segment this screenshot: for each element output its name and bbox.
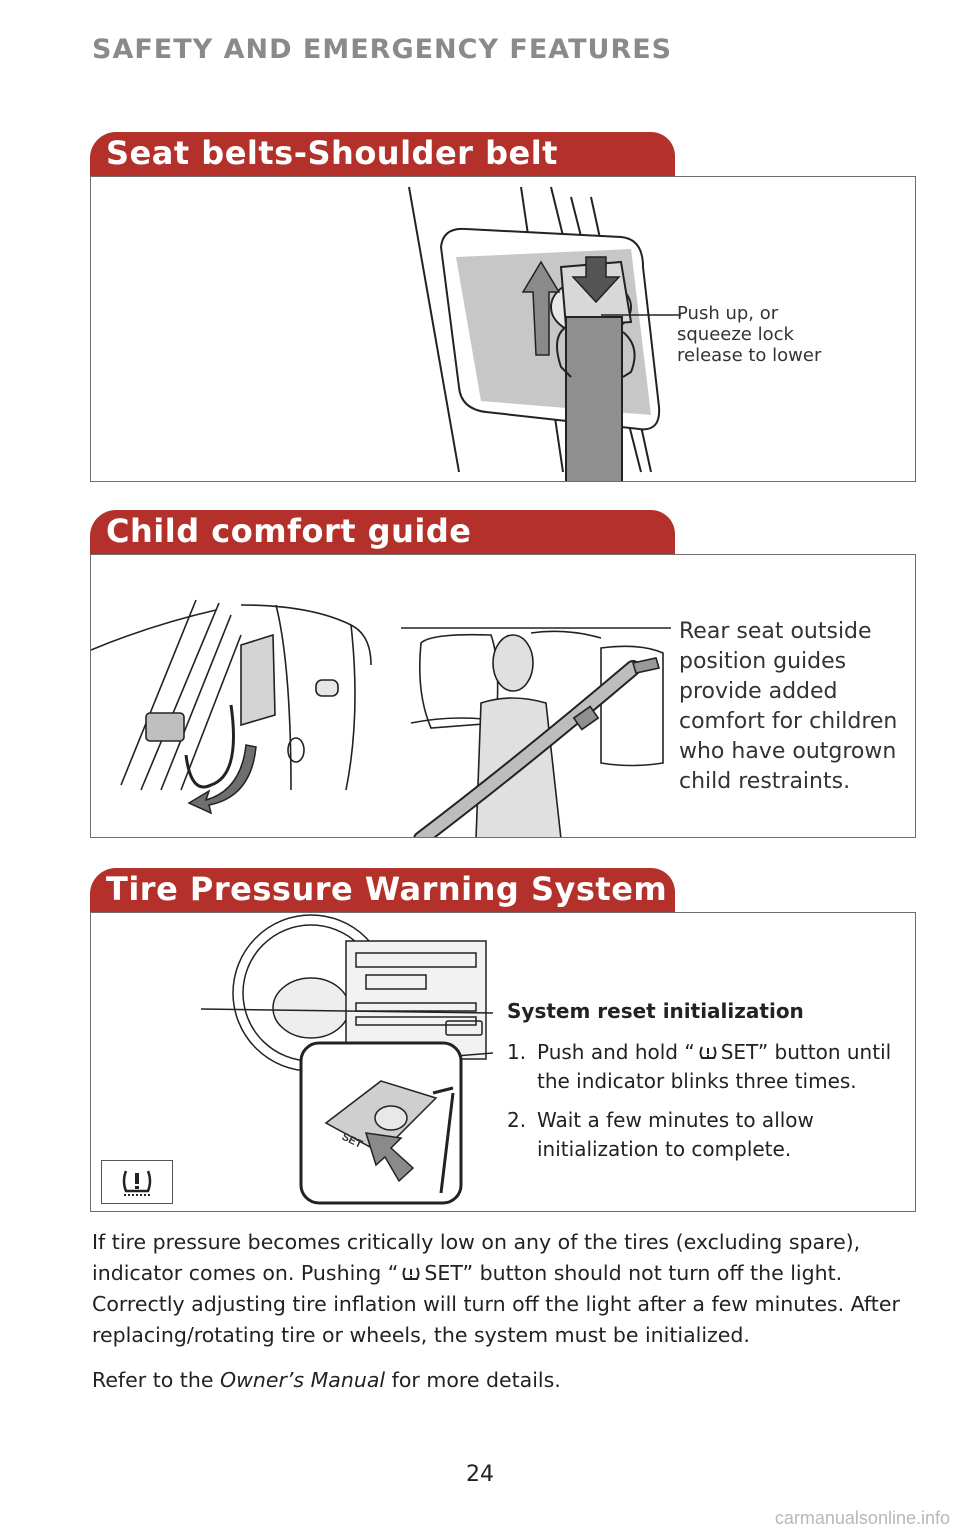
tpms-indicator-box xyxy=(101,1160,173,1204)
shoulder-belt-anchor-illustration xyxy=(408,186,671,481)
tpms-warning-icon xyxy=(699,1046,717,1059)
tpms-warning-icon xyxy=(122,1170,152,1196)
curved-arrow-icon xyxy=(187,744,257,815)
callout-line: Push up, or xyxy=(677,303,779,324)
step-text: Wait a few minutes to allow initializati… xyxy=(537,1108,814,1161)
step-number: 2. xyxy=(507,1108,527,1132)
page-number: 24 xyxy=(466,1462,494,1487)
shoulder-anchor-callout: Push up, or squeeze lock release to lowe… xyxy=(677,303,821,366)
tpws-reset-instructions: System reset initialization 1. Push and … xyxy=(507,997,907,1174)
arrow-down-icon xyxy=(571,256,621,304)
dashboard-illustration: SET xyxy=(201,914,493,1205)
callout-line: comfort for children xyxy=(679,709,898,734)
callout-line: provide added xyxy=(679,679,838,704)
body-paragraph: If tire pressure becomes critically low … xyxy=(92,1227,922,1351)
callout-line: child restraints. xyxy=(679,769,851,794)
body-paragraph: Refer to the Owner’s Manual for more det… xyxy=(92,1365,922,1396)
step-item: 1. Push and hold “SET” button until the … xyxy=(507,1038,907,1096)
body-text: for more details. xyxy=(385,1368,561,1392)
steps-heading: System reset initialization xyxy=(507,999,804,1023)
section-tab-child-comfort: Child comfort guide xyxy=(90,510,675,554)
body-text-after-icon: SET” button should not turn off the ligh… xyxy=(92,1261,900,1347)
step-number: 1. xyxy=(507,1040,527,1064)
callout-line: squeeze lock xyxy=(677,324,794,345)
step-text-after-icon: SET” button until the indicator blinks t… xyxy=(537,1040,892,1093)
step-text: Push and hold “SET” button until the ind… xyxy=(537,1038,907,1096)
section-title: Child comfort guide xyxy=(106,512,472,550)
owners-manual-reference: Owner’s Manual xyxy=(219,1368,386,1392)
panel-tpws-reset: SET System reset initialization 1. Push … xyxy=(90,912,916,1212)
callout-line: who have outgrown xyxy=(679,739,897,764)
callout-line: Rear seat outside xyxy=(679,619,872,644)
body-text-before-icon: If tire pressure becomes critically low … xyxy=(92,1230,861,1285)
arrow-up-icon xyxy=(364,1132,415,1183)
tpws-description: If tire pressure becomes critically low … xyxy=(92,1227,922,1410)
panel-shoulder-belt-anchor: Push up, or squeeze lock release to lowe… xyxy=(90,176,916,482)
section-tab-tpws: Tire Pressure Warning System reset xyxy=(90,868,675,946)
section-tab-seat-belts: Seat belts-Shoulder belt anchor xyxy=(90,132,675,210)
tpms-warning-icon xyxy=(402,1267,420,1280)
callout-line: release to lower xyxy=(677,345,822,366)
step-text-before-icon: Push and hold “ xyxy=(537,1040,695,1064)
panel-child-comfort-guide: Rear seat outside position guides provid… xyxy=(90,554,916,838)
callout-line: position guides xyxy=(679,649,847,674)
body-text: Refer to the xyxy=(92,1368,220,1392)
page-header: SAFETY AND EMERGENCY FEATURES xyxy=(92,34,673,65)
rear-seat-illustration xyxy=(401,627,671,837)
child-comfort-callout: Rear seat outside position guides provid… xyxy=(679,617,897,797)
child-comfort-guide-illustration xyxy=(91,599,372,815)
arrow-up-icon xyxy=(521,260,561,356)
step-item: 2. Wait a few minutes to allow initializ… xyxy=(507,1106,907,1164)
watermark: carmanualsonline.info xyxy=(774,1508,950,1528)
